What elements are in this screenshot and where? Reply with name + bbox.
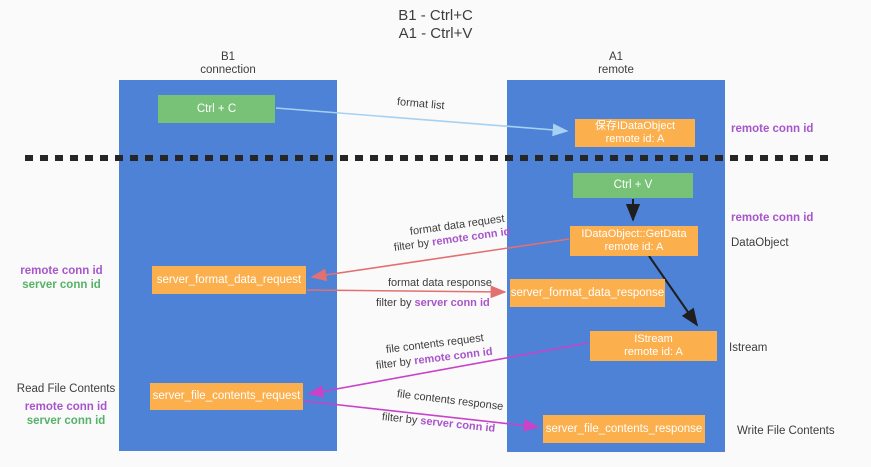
right-column-name: A1	[608, 51, 624, 63]
server-file-contents-request-node: server_file_contents_request	[150, 383, 303, 410]
left-column-header: B1 connection	[119, 51, 337, 77]
server-format-data-request-label: server_format_data_request	[156, 273, 302, 286]
right-column-header: A1 remote	[507, 51, 725, 77]
server-file-contents-response-label: server_file_contents_response	[545, 422, 703, 435]
getdata-line2: remote id: A	[604, 241, 664, 253]
server-conn-id-annotation-left: server conn id	[22, 279, 101, 291]
left-mid-conn-annotations: remote conn id server conn id	[14, 264, 109, 292]
title-line-1: B1 - Ctrl+C	[398, 7, 473, 24]
ctrl-c-node: Ctrl + C	[158, 95, 275, 123]
left-column-name: B1	[220, 51, 236, 63]
section-divider	[25, 155, 833, 161]
file-contents-response-filter: filter by server conn id	[381, 411, 495, 435]
server-format-data-response-label: server_format_data_response	[510, 286, 665, 299]
server-conn-id-annotation-bottom: server conn id	[26, 415, 106, 427]
save-dataobject-line2: remote id: A	[605, 133, 665, 145]
getdata-node: IDataObject::GetData remote id: A	[570, 226, 698, 256]
save-dataobject-node: 保存IDataObject remote id: A	[575, 119, 695, 147]
diagram-title: B1 - Ctrl+C A1 - Ctrl+V	[0, 7, 871, 43]
format-data-response-filter: filter by server conn id	[376, 297, 490, 309]
title-line-2: A1 - Ctrl+V	[398, 25, 473, 42]
server-file-contents-response-node: server_file_contents_response	[543, 415, 705, 443]
read-file-annotations: Read File Contents remote conn id server…	[10, 382, 122, 428]
filter-by-text: filter by	[393, 237, 430, 254]
save-dataobject-line1: 保存IDataObject	[594, 120, 676, 132]
dataobject-annotation: DataObject	[731, 237, 789, 249]
istream-line1: IStream	[634, 333, 673, 345]
filter-by-text: filter by	[376, 297, 412, 309]
istream-line2: remote id: A	[624, 346, 683, 358]
ctrl-c-label: Ctrl + C	[196, 102, 237, 115]
server-format-data-request-node: server_format_data_request	[152, 266, 306, 294]
server-file-contents-request-label: server_file_contents_request	[152, 390, 301, 402]
remote-conn-id-annotation-top: remote conn id	[731, 123, 814, 135]
filter-by-text: filter by	[375, 355, 412, 372]
left-column-role: connection	[200, 64, 256, 76]
server-format-data-response-node: server_format_data_response	[510, 279, 665, 307]
server-conn-id-text: server conn id	[414, 297, 490, 309]
ctrl-v-node: Ctrl + V	[573, 173, 693, 198]
istream-annotation: Istream	[729, 342, 768, 354]
format-list-label: format list	[396, 96, 446, 113]
file-contents-response-label: file contents response	[396, 388, 504, 413]
remote-conn-id-annotation-mid: remote conn id	[731, 212, 814, 224]
getdata-line1: IDataObject::GetData	[581, 228, 687, 240]
remote-conn-id-annotation-left: remote conn id	[20, 265, 103, 277]
ctrl-v-label: Ctrl + V	[613, 179, 653, 191]
filter-by-text: filter by	[381, 411, 418, 427]
read-file-contents-annotation: Read File Contents	[16, 383, 116, 395]
server-conn-id-text: server conn id	[419, 415, 496, 435]
istream-node: IStream remote id: A	[590, 331, 717, 361]
right-column-role: remote	[598, 64, 634, 76]
remote-conn-id-annotation-bottom: remote conn id	[24, 401, 108, 413]
write-file-contents-annotation: Write File Contents	[737, 425, 835, 437]
format-data-response-label: format data response	[388, 277, 492, 289]
